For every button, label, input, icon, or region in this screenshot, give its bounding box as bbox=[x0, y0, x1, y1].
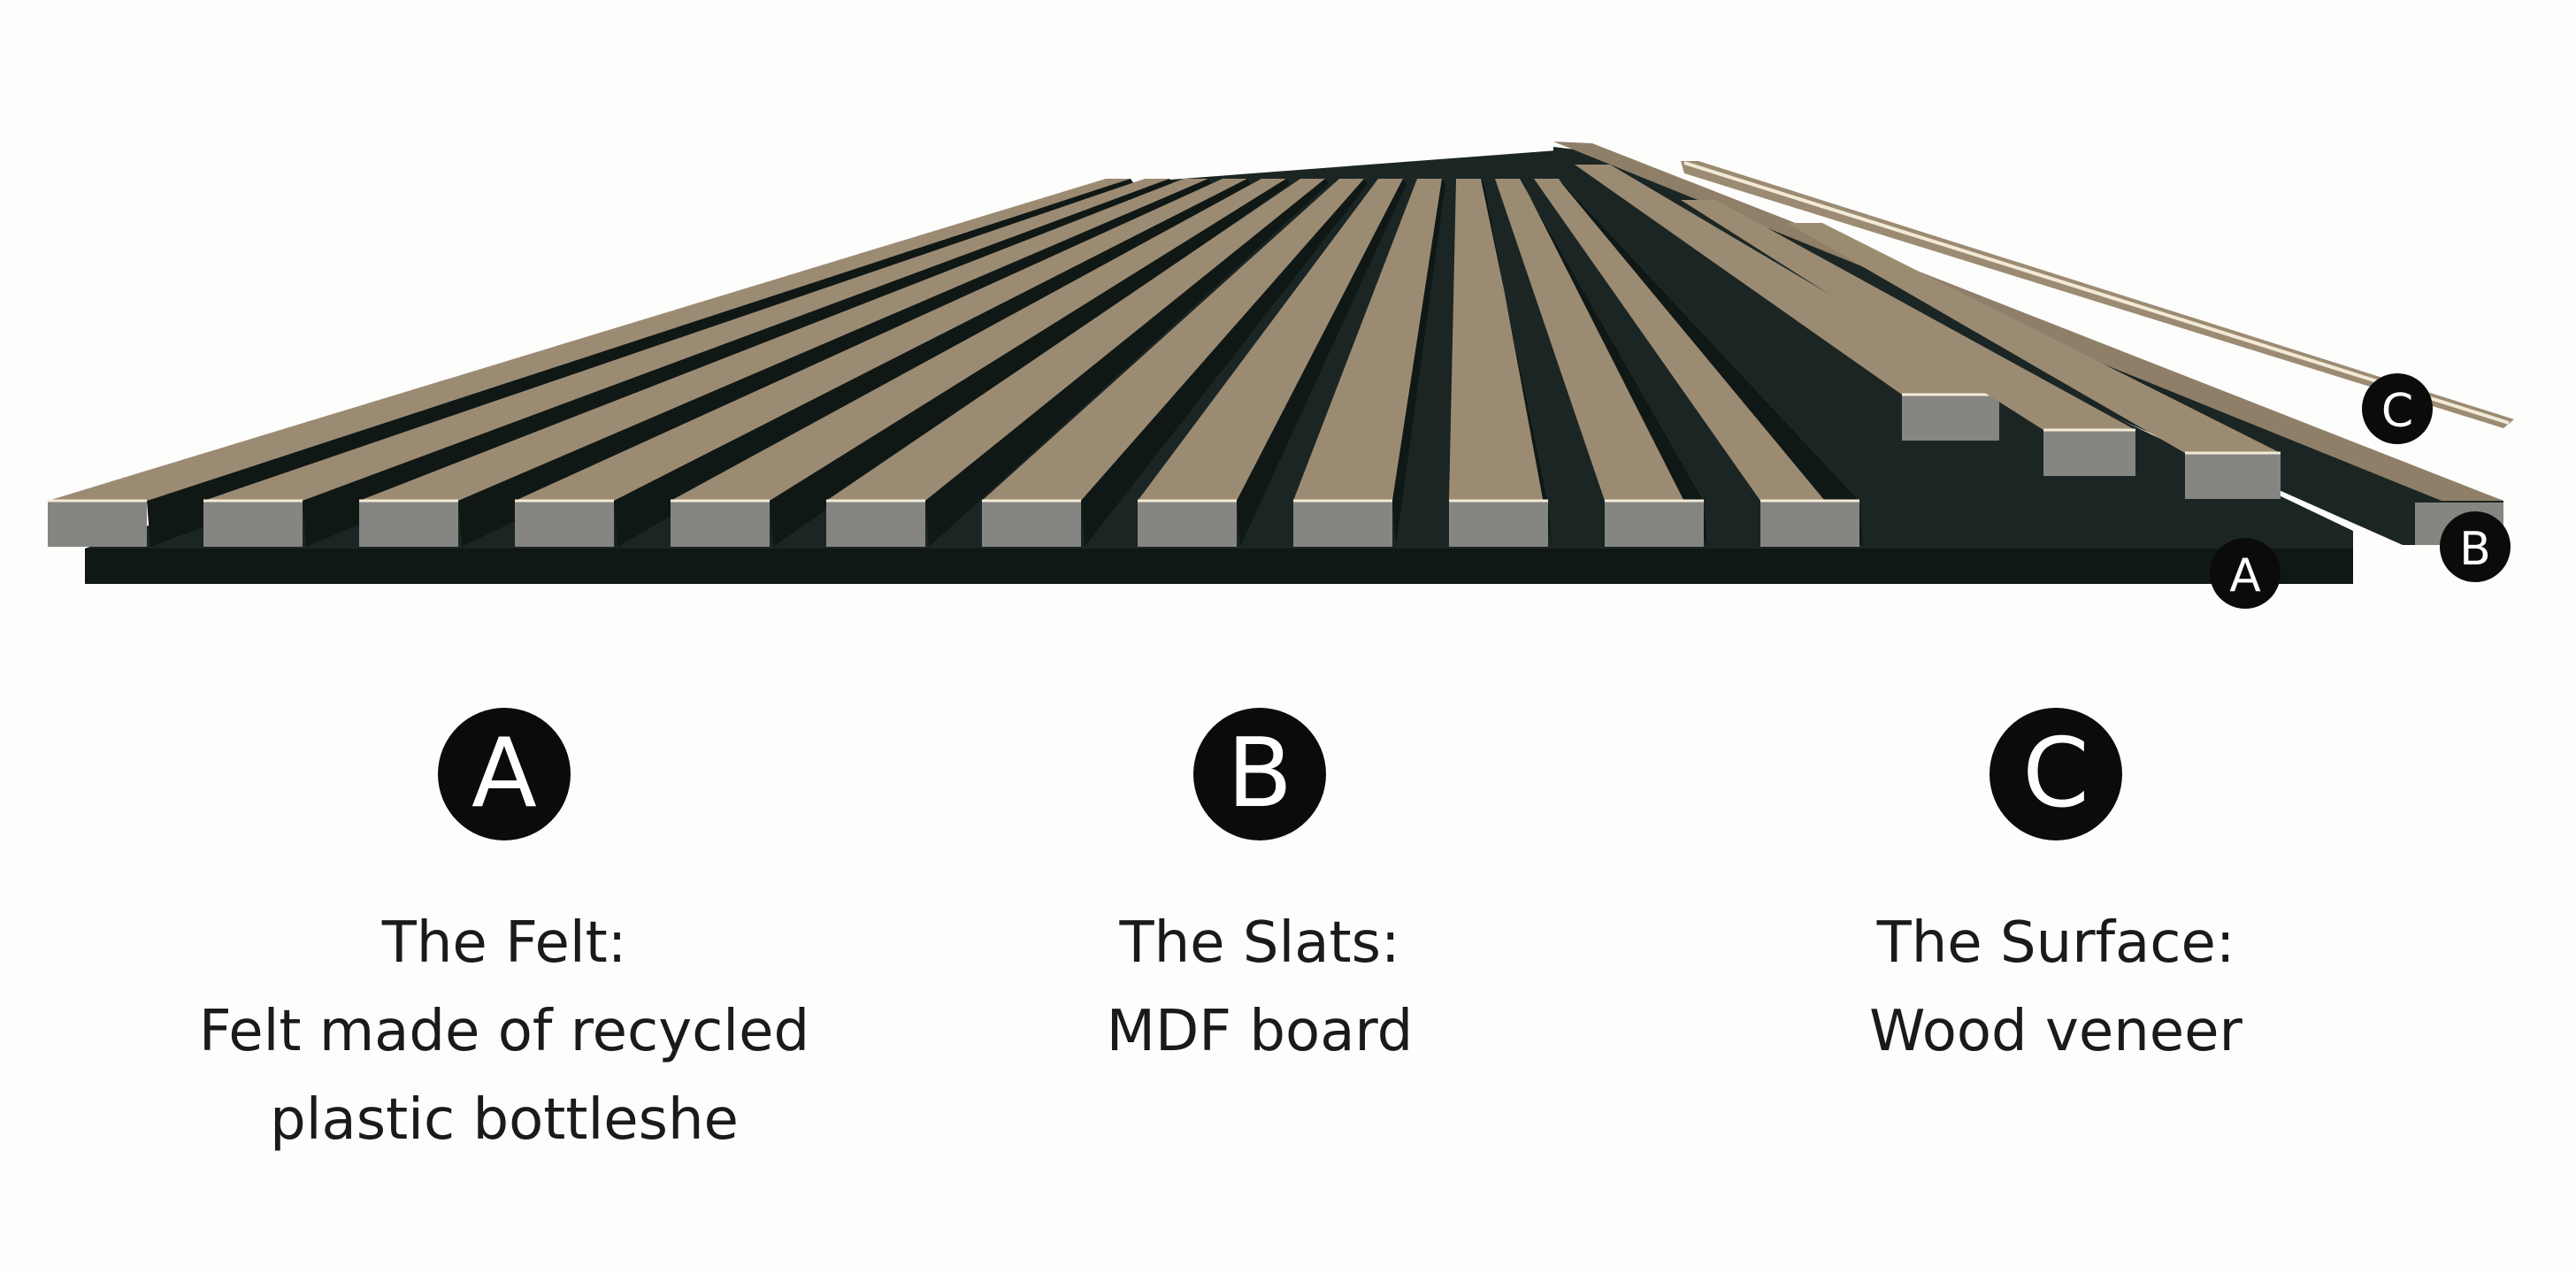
slat-side bbox=[1392, 179, 1445, 547]
slat-face bbox=[826, 501, 925, 547]
veneer-edge bbox=[1683, 161, 2510, 425]
slat-face bbox=[1605, 501, 1704, 547]
slat-top bbox=[203, 179, 1169, 501]
slat-top bbox=[48, 179, 1131, 501]
slat-top bbox=[826, 179, 1325, 501]
callout-b-letter: B bbox=[2459, 523, 2491, 576]
slat-face bbox=[48, 501, 147, 547]
legend-c-title: The Surface: bbox=[1876, 910, 2235, 976]
callout-a-letter: A bbox=[2229, 549, 2261, 602]
slat-face bbox=[1449, 501, 1548, 547]
callout-c: C bbox=[2362, 373, 2433, 444]
step-block-face bbox=[1902, 395, 1999, 441]
legend-c-desc-line-1: Wood veneer bbox=[1869, 999, 2242, 1064]
slat-side bbox=[925, 179, 1329, 547]
slat-face bbox=[1293, 501, 1392, 547]
legend-b-desc-line-1: MDF board bbox=[1106, 999, 1414, 1064]
callout-c-letter: C bbox=[2381, 385, 2413, 438]
slat-top bbox=[1138, 179, 1403, 501]
legend-a-badge: A bbox=[438, 708, 571, 840]
slat-side bbox=[1081, 179, 1368, 547]
slat-top bbox=[515, 179, 1247, 501]
slat-face bbox=[671, 501, 770, 547]
stepped-blocks-group bbox=[1575, 165, 2281, 499]
slat-face bbox=[1760, 501, 1859, 547]
slat-face bbox=[203, 501, 303, 547]
callout-a: A bbox=[2210, 538, 2281, 609]
step-block-top bbox=[1575, 165, 1999, 395]
slat-top bbox=[982, 179, 1364, 501]
step-block-face bbox=[2043, 430, 2135, 476]
slat-face bbox=[1138, 501, 1237, 547]
mdf-strip-top bbox=[1553, 142, 2503, 501]
slat-top bbox=[1449, 179, 1548, 501]
slat-top bbox=[671, 179, 1286, 501]
slat-top bbox=[359, 179, 1208, 501]
slat-face bbox=[515, 501, 614, 547]
slats-group bbox=[48, 179, 1863, 547]
legend-a-desc-line-2: plastic bottleshe bbox=[270, 1087, 739, 1153]
legend-b-title: The Slats: bbox=[1119, 910, 1400, 976]
callout-b: B bbox=[2440, 511, 2511, 582]
step-block-face bbox=[2185, 453, 2281, 499]
slat-face bbox=[982, 501, 1081, 547]
slat-side bbox=[1559, 179, 1863, 547]
legend-slats: B The Slats: MDF board bbox=[897, 708, 1622, 1076]
legend-felt: A The Felt: Felt made of recycled plasti… bbox=[142, 708, 867, 1164]
step-block-top bbox=[1787, 223, 2281, 453]
slat-face bbox=[359, 501, 458, 547]
legend-b-badge: B bbox=[1193, 708, 1326, 840]
felt-backing-front bbox=[85, 549, 2353, 584]
legend-surface: C The Surface: Wood veneer bbox=[1693, 708, 2419, 1076]
step-block-top bbox=[1681, 200, 2135, 430]
legend-c-badge: C bbox=[1990, 708, 2122, 840]
legend-a-desc-line-1: Felt made of recycled bbox=[198, 999, 810, 1064]
slat-side bbox=[1237, 179, 1407, 547]
legend-a-title: The Felt: bbox=[381, 910, 627, 976]
